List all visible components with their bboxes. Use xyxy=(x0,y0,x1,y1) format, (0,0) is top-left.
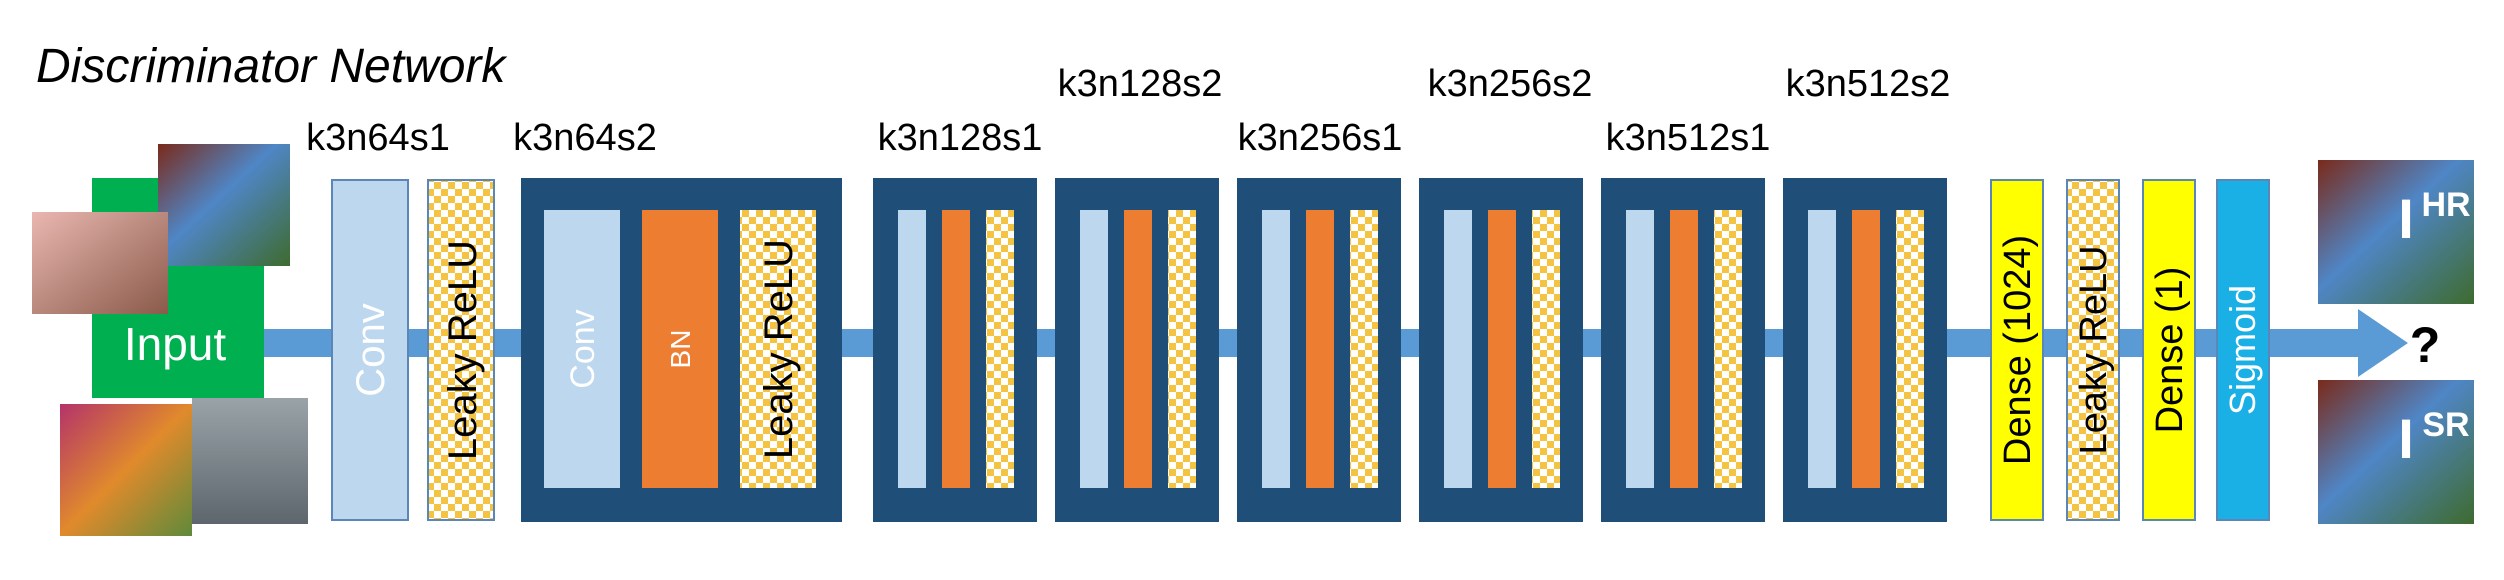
input-sample-image xyxy=(192,398,308,524)
kernel-label: k3n64s2 xyxy=(513,117,657,159)
hr-image xyxy=(2318,160,2474,304)
dense-1024-block: Dense (1024) xyxy=(1990,179,2044,521)
conv-bn-lrelu-group: Conv BN Leaky ReLU xyxy=(521,178,842,522)
sigmoid-label: Sigmoid xyxy=(2222,285,2263,415)
conv-block: Conv xyxy=(331,179,409,521)
conv-label: Conv xyxy=(349,303,393,396)
kernel-label: k3n512s1 xyxy=(1606,117,1771,159)
kernel-label: k3n64s1 xyxy=(306,117,450,159)
small-group-block xyxy=(1055,178,1219,522)
dense-1-label: Dense (1) xyxy=(2149,267,2191,434)
kernel-label: k3n512s2 xyxy=(1786,63,1951,105)
group-conv-label: Conv xyxy=(564,309,602,388)
leaky-relu-block: Leaky ReLU xyxy=(427,179,495,521)
group-bn-label: BN xyxy=(665,330,696,369)
small-group-block xyxy=(1783,178,1947,522)
group-lrelu-label: Leaky ReLU xyxy=(757,239,801,459)
diagram-title: Discriminator Network xyxy=(36,40,508,93)
small-group-block xyxy=(1601,178,1765,522)
sr-letter: I xyxy=(2398,407,2414,470)
leaky-relu-label: Leaky ReLU xyxy=(2073,245,2115,454)
input-sample-image xyxy=(158,144,290,266)
small-group-block xyxy=(1419,178,1583,522)
kernel-label: k3n128s1 xyxy=(878,117,1043,159)
input-section: Input xyxy=(32,144,308,536)
leaky-relu-block: Leaky ReLU xyxy=(2066,179,2120,521)
sigmoid-block: Sigmoid xyxy=(2216,179,2270,521)
kernel-label: k3n256s2 xyxy=(1428,63,1593,105)
small-group-block xyxy=(1237,178,1401,522)
hr-superscript: HR xyxy=(2421,186,2470,224)
dense-1-block: Dense (1) xyxy=(2142,179,2196,521)
leaky-relu-label: Leaky ReLU xyxy=(441,240,485,460)
dense-1024-label: Dense (1024) xyxy=(1997,235,2039,465)
input-sample-image xyxy=(32,212,168,314)
kernel-label: k3n128s2 xyxy=(1058,63,1223,105)
sr-superscript: SR xyxy=(2422,406,2469,444)
question-mark: ? xyxy=(2410,317,2441,373)
input-label: Input xyxy=(124,318,227,370)
hr-letter: I xyxy=(2398,187,2414,250)
small-group-block xyxy=(873,178,1037,522)
sr-image xyxy=(2318,380,2474,524)
output-hr: I HR xyxy=(2318,160,2474,304)
output-sr: I SR xyxy=(2318,380,2474,524)
input-sample-image xyxy=(60,404,192,536)
kernel-label: k3n256s1 xyxy=(1238,117,1403,159)
